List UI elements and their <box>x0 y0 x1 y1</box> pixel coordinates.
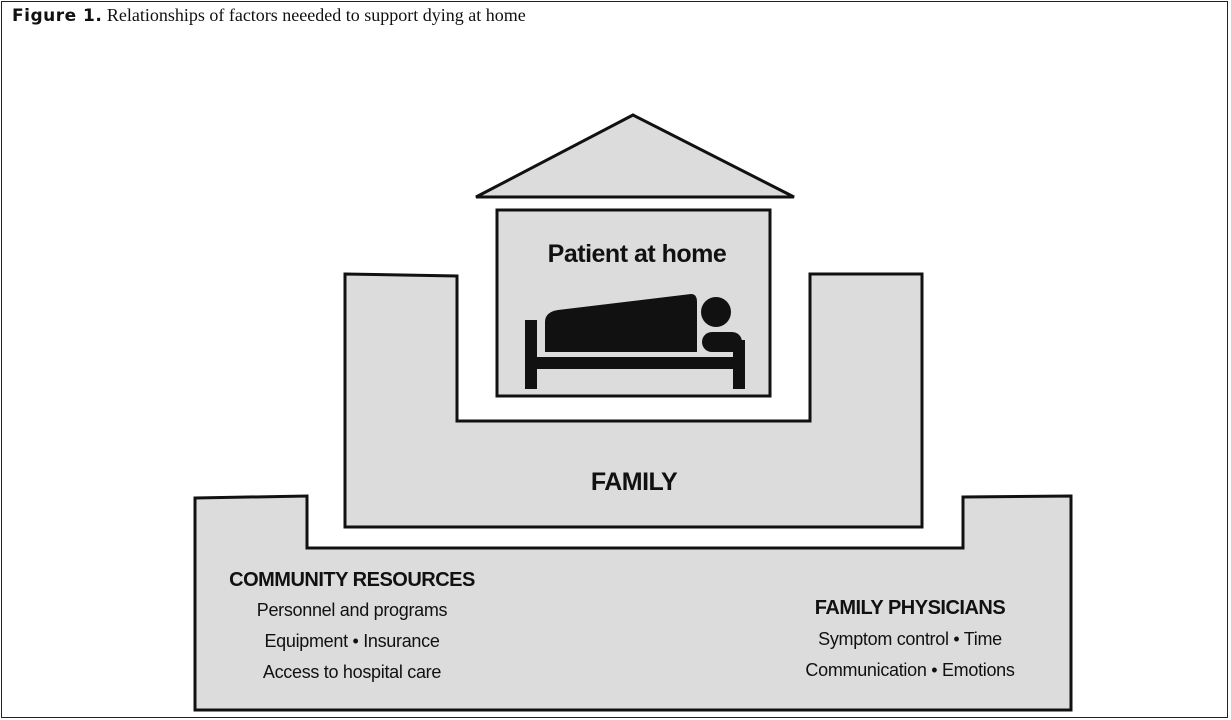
community-resources-heading: COMMUNITY RESOURCES <box>229 569 475 591</box>
community-resources-item: Personnel and programs <box>257 600 448 620</box>
figure-caption-text: Relationships of factors neeeded to supp… <box>106 5 526 25</box>
family-physicians-item: Symptom control • Time <box>818 629 1002 649</box>
family-label: FAMILY <box>591 468 678 496</box>
figure-caption: Figure 1. Relationships of factors neeed… <box>12 5 526 26</box>
bed-patient-icon <box>525 294 745 389</box>
family-physicians-item: Communication • Emotions <box>805 660 1014 680</box>
figure-label: Figure 1. <box>12 6 103 26</box>
family-physicians-heading: FAMILY PHYSICIANS <box>815 597 1006 619</box>
patient-at-home-title: Patient at home <box>548 240 727 268</box>
house-roof-shape <box>475 113 795 199</box>
community-resources-item: Access to hospital care <box>263 662 441 682</box>
support-base-shape <box>193 494 1073 712</box>
family-block-shape <box>343 272 924 529</box>
community-resources-item: Equipment • Insurance <box>264 631 439 651</box>
